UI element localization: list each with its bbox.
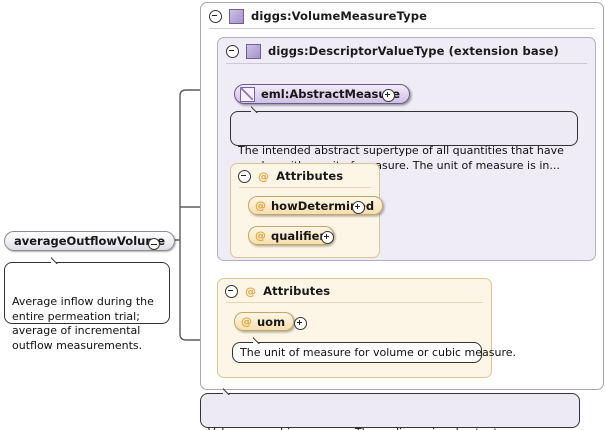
attribute-node-howDetermined[interactable]: @ howDetermined — [248, 196, 384, 215]
attribute-label: howDetermined — [271, 198, 375, 213]
collapse-icon-volume-measure-type[interactable] — [209, 9, 222, 23]
complex-type-square-icon — [246, 43, 261, 59]
bubble-tail — [253, 336, 268, 344]
header-divider — [226, 63, 587, 64]
collapse-icon-attributes-group[interactable] — [225, 284, 238, 298]
complex-type-square-icon — [229, 8, 244, 24]
attributes-group-volume-measure-type: @ Attributes @ uom The unit of measure f… — [217, 278, 516, 378]
annotation-uom: The unit of measure for volume or cubic … — [232, 342, 516, 363]
type-label: diggs:VolumeMeasureType — [251, 9, 427, 23]
annotation-text: The unit of measure for volume or cubic … — [240, 346, 517, 359]
bubble-tail — [51, 256, 66, 264]
annotation-abstract-measure: The intended abstract supertype of all q… — [230, 111, 578, 172]
collapse-icon-root-element[interactable] — [148, 238, 160, 250]
attributes-header: @ Attributes — [231, 164, 379, 188]
annotation-text: Average inflow during the entire permeat… — [12, 295, 154, 352]
attributes-title: Attributes — [276, 169, 344, 183]
attributes-group-descriptor-value-type: @ Attributes @ howDetermined @ qualifier — [230, 163, 384, 258]
header-divider — [209, 28, 595, 29]
header-divider — [239, 187, 371, 188]
element-node-abstract-measure[interactable]: eml:AbstractMeasure — [234, 84, 411, 104]
at-symbol-icon: @ — [255, 199, 266, 212]
attributes-header: @ Attributes — [218, 279, 491, 303]
abstract-element-icon — [240, 86, 255, 102]
attribute-node-qualifier[interactable]: @ qualifier — [248, 226, 335, 245]
expand-icon-uom[interactable] — [294, 317, 307, 330]
expand-icon-abstract-measure[interactable] — [382, 89, 395, 102]
element-node-averageOutflowVolume[interactable]: averageOutflowVolume — [4, 231, 176, 251]
abstract-element-label: eml:AbstractMeasure — [261, 87, 401, 101]
attribute-label: qualifier — [271, 228, 326, 243]
type-header-descriptor-value-type: diggs:DescriptorValueType (extension bas… — [218, 38, 595, 64]
type-container-volume-measure-type: diggs:VolumeMeasureType diggs:Descriptor… — [200, 2, 604, 390]
type-container-descriptor-value-type: diggs:DescriptorValueType (extension bas… — [217, 37, 596, 261]
at-symbol-icon: @ — [241, 315, 252, 328]
annotation-volume-measure-type: Volume or cubic measure: Three–dimension… — [200, 393, 580, 430]
at-symbol-icon: @ — [245, 284, 257, 298]
element-label: averageOutflowVolume — [14, 234, 166, 248]
expand-icon-howDetermined[interactable] — [352, 201, 365, 214]
header-divider — [226, 302, 483, 303]
annotation-root-element: Average inflow during the entire permeat… — [4, 262, 170, 352]
attribute-label: uom — [257, 314, 286, 329]
collapse-icon-attributes-group[interactable] — [238, 169, 251, 183]
attributes-title: Attributes — [263, 284, 331, 298]
bubble-tail — [223, 387, 238, 395]
base-type-label: diggs:DescriptorValueType (extension bas… — [268, 44, 559, 58]
expand-icon-qualifier[interactable] — [321, 231, 334, 244]
at-symbol-icon: @ — [255, 229, 266, 242]
collapse-icon-descriptor-value-type[interactable] — [226, 44, 239, 58]
annotation-text: Volume or cubic measure: Three–dimension… — [208, 426, 557, 430]
bubble-tail — [251, 105, 266, 113]
type-header-volume-measure-type: diggs:VolumeMeasureType — [201, 3, 603, 29]
attribute-node-uom[interactable]: @ uom — [234, 312, 295, 331]
at-symbol-icon: @ — [258, 169, 270, 183]
